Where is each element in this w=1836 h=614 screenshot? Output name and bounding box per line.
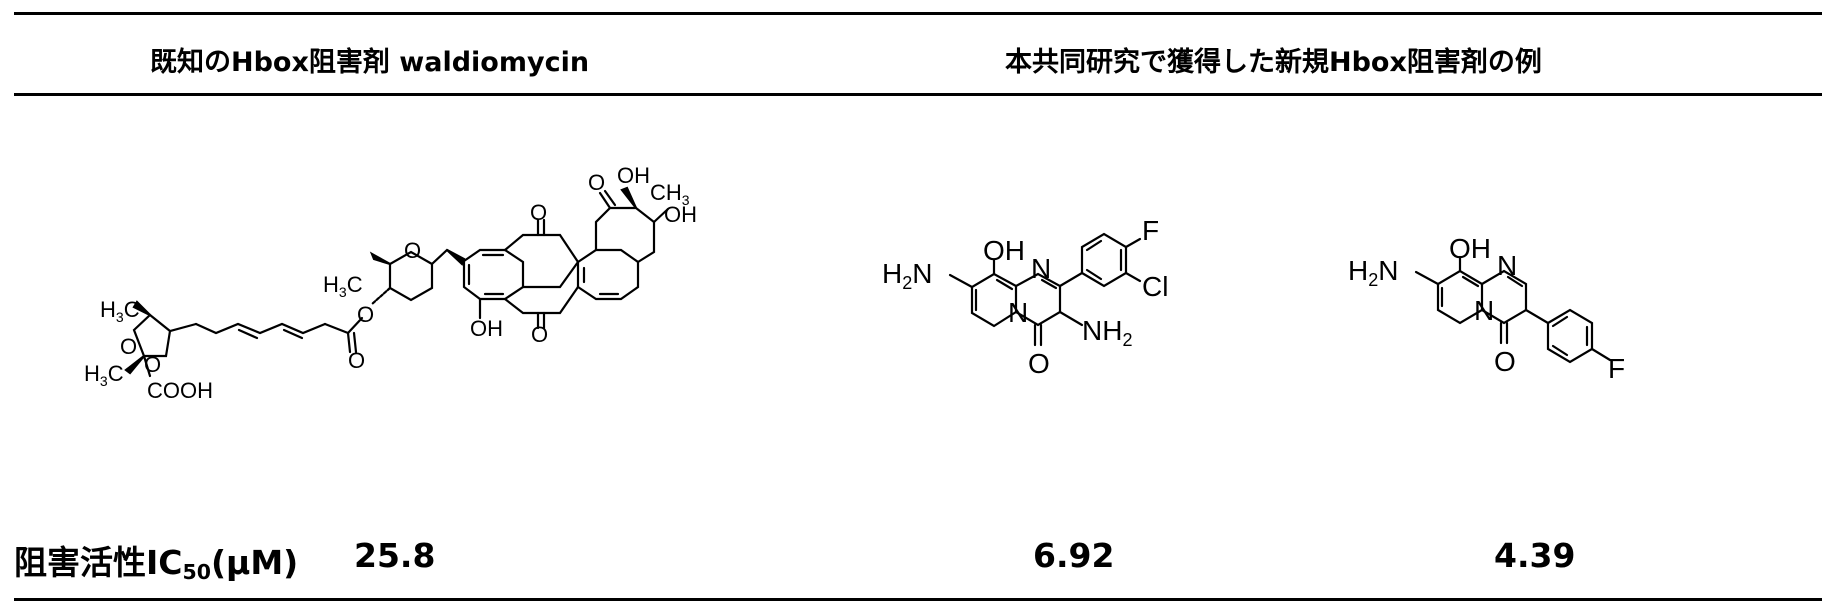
b-o: O (1494, 346, 1516, 377)
compound-b-labels: OH H2N N N O F (1348, 233, 1625, 384)
w-o-ketone: O (588, 170, 605, 195)
a-f: F (1142, 215, 1159, 246)
w-oh-phenol: OH (470, 316, 503, 341)
b-h2n: H2N (1348, 255, 1398, 290)
activity-label: 阻害活性IC50(μM) (14, 536, 298, 584)
w-h3c-diox1: H3C (100, 297, 140, 325)
b-oh: OH (1449, 233, 1491, 264)
activity-label-unit: (μM) (210, 543, 299, 582)
w-o-ester: O (357, 302, 374, 327)
header-rule (14, 93, 1822, 96)
a-nh2: NH2 (1082, 315, 1132, 350)
header-new-inhibitors: 本共同研究で獲得した新規Hbox阻害剤の例 (1005, 47, 1542, 78)
b-n2: N (1474, 295, 1494, 326)
w-o-carbonyl: O (348, 348, 365, 373)
w-oh1: OH (617, 163, 650, 188)
waldiomycin-labels: OH CH3 OH O O O OH H3C O O O H3C O O H3C… (84, 163, 697, 403)
waldiomycin-structure (124, 186, 670, 378)
w-h3c-sugar: H3C (323, 272, 363, 300)
a-cl: Cl (1142, 271, 1168, 302)
activity-value-compound-a: 6.92 (1033, 536, 1115, 575)
activity-label-main: 阻害活性IC (14, 543, 183, 582)
w-o-quinone1: O (530, 200, 547, 225)
activity-label-sub: 50 (182, 560, 211, 585)
w-h3c-diox2: H3C (84, 361, 124, 389)
a-n1: N (1031, 253, 1051, 284)
w-oh2: OH (664, 202, 697, 227)
activity-value-compound-b: 4.39 (1494, 536, 1576, 575)
b-n1: N (1497, 250, 1517, 281)
b-f: F (1608, 353, 1625, 384)
w-o-diox2: O (144, 352, 161, 377)
activity-value-waldiomycin: 25.8 (354, 536, 436, 575)
w-ch3: CH3 (650, 180, 690, 208)
compound-a-labels: OH H2N N N F Cl NH2 O (882, 215, 1168, 379)
w-o-ring: O (404, 238, 421, 263)
a-o: O (1028, 348, 1050, 379)
a-n2: N (1008, 297, 1028, 328)
bottom-rule (14, 598, 1822, 601)
compound-a-structure (948, 232, 1142, 347)
w-o-quinone2: O (531, 322, 548, 347)
a-h2n: H2N (882, 258, 932, 293)
compound-b-structure (1414, 255, 1612, 364)
a-oh: OH (983, 235, 1025, 266)
header-known-inhibitor: 既知のHbox阻害剤 waldiomycin (150, 47, 590, 78)
w-cooh: COOH (147, 378, 213, 403)
top-rule (14, 12, 1822, 15)
w-o-diox1: O (120, 334, 137, 359)
